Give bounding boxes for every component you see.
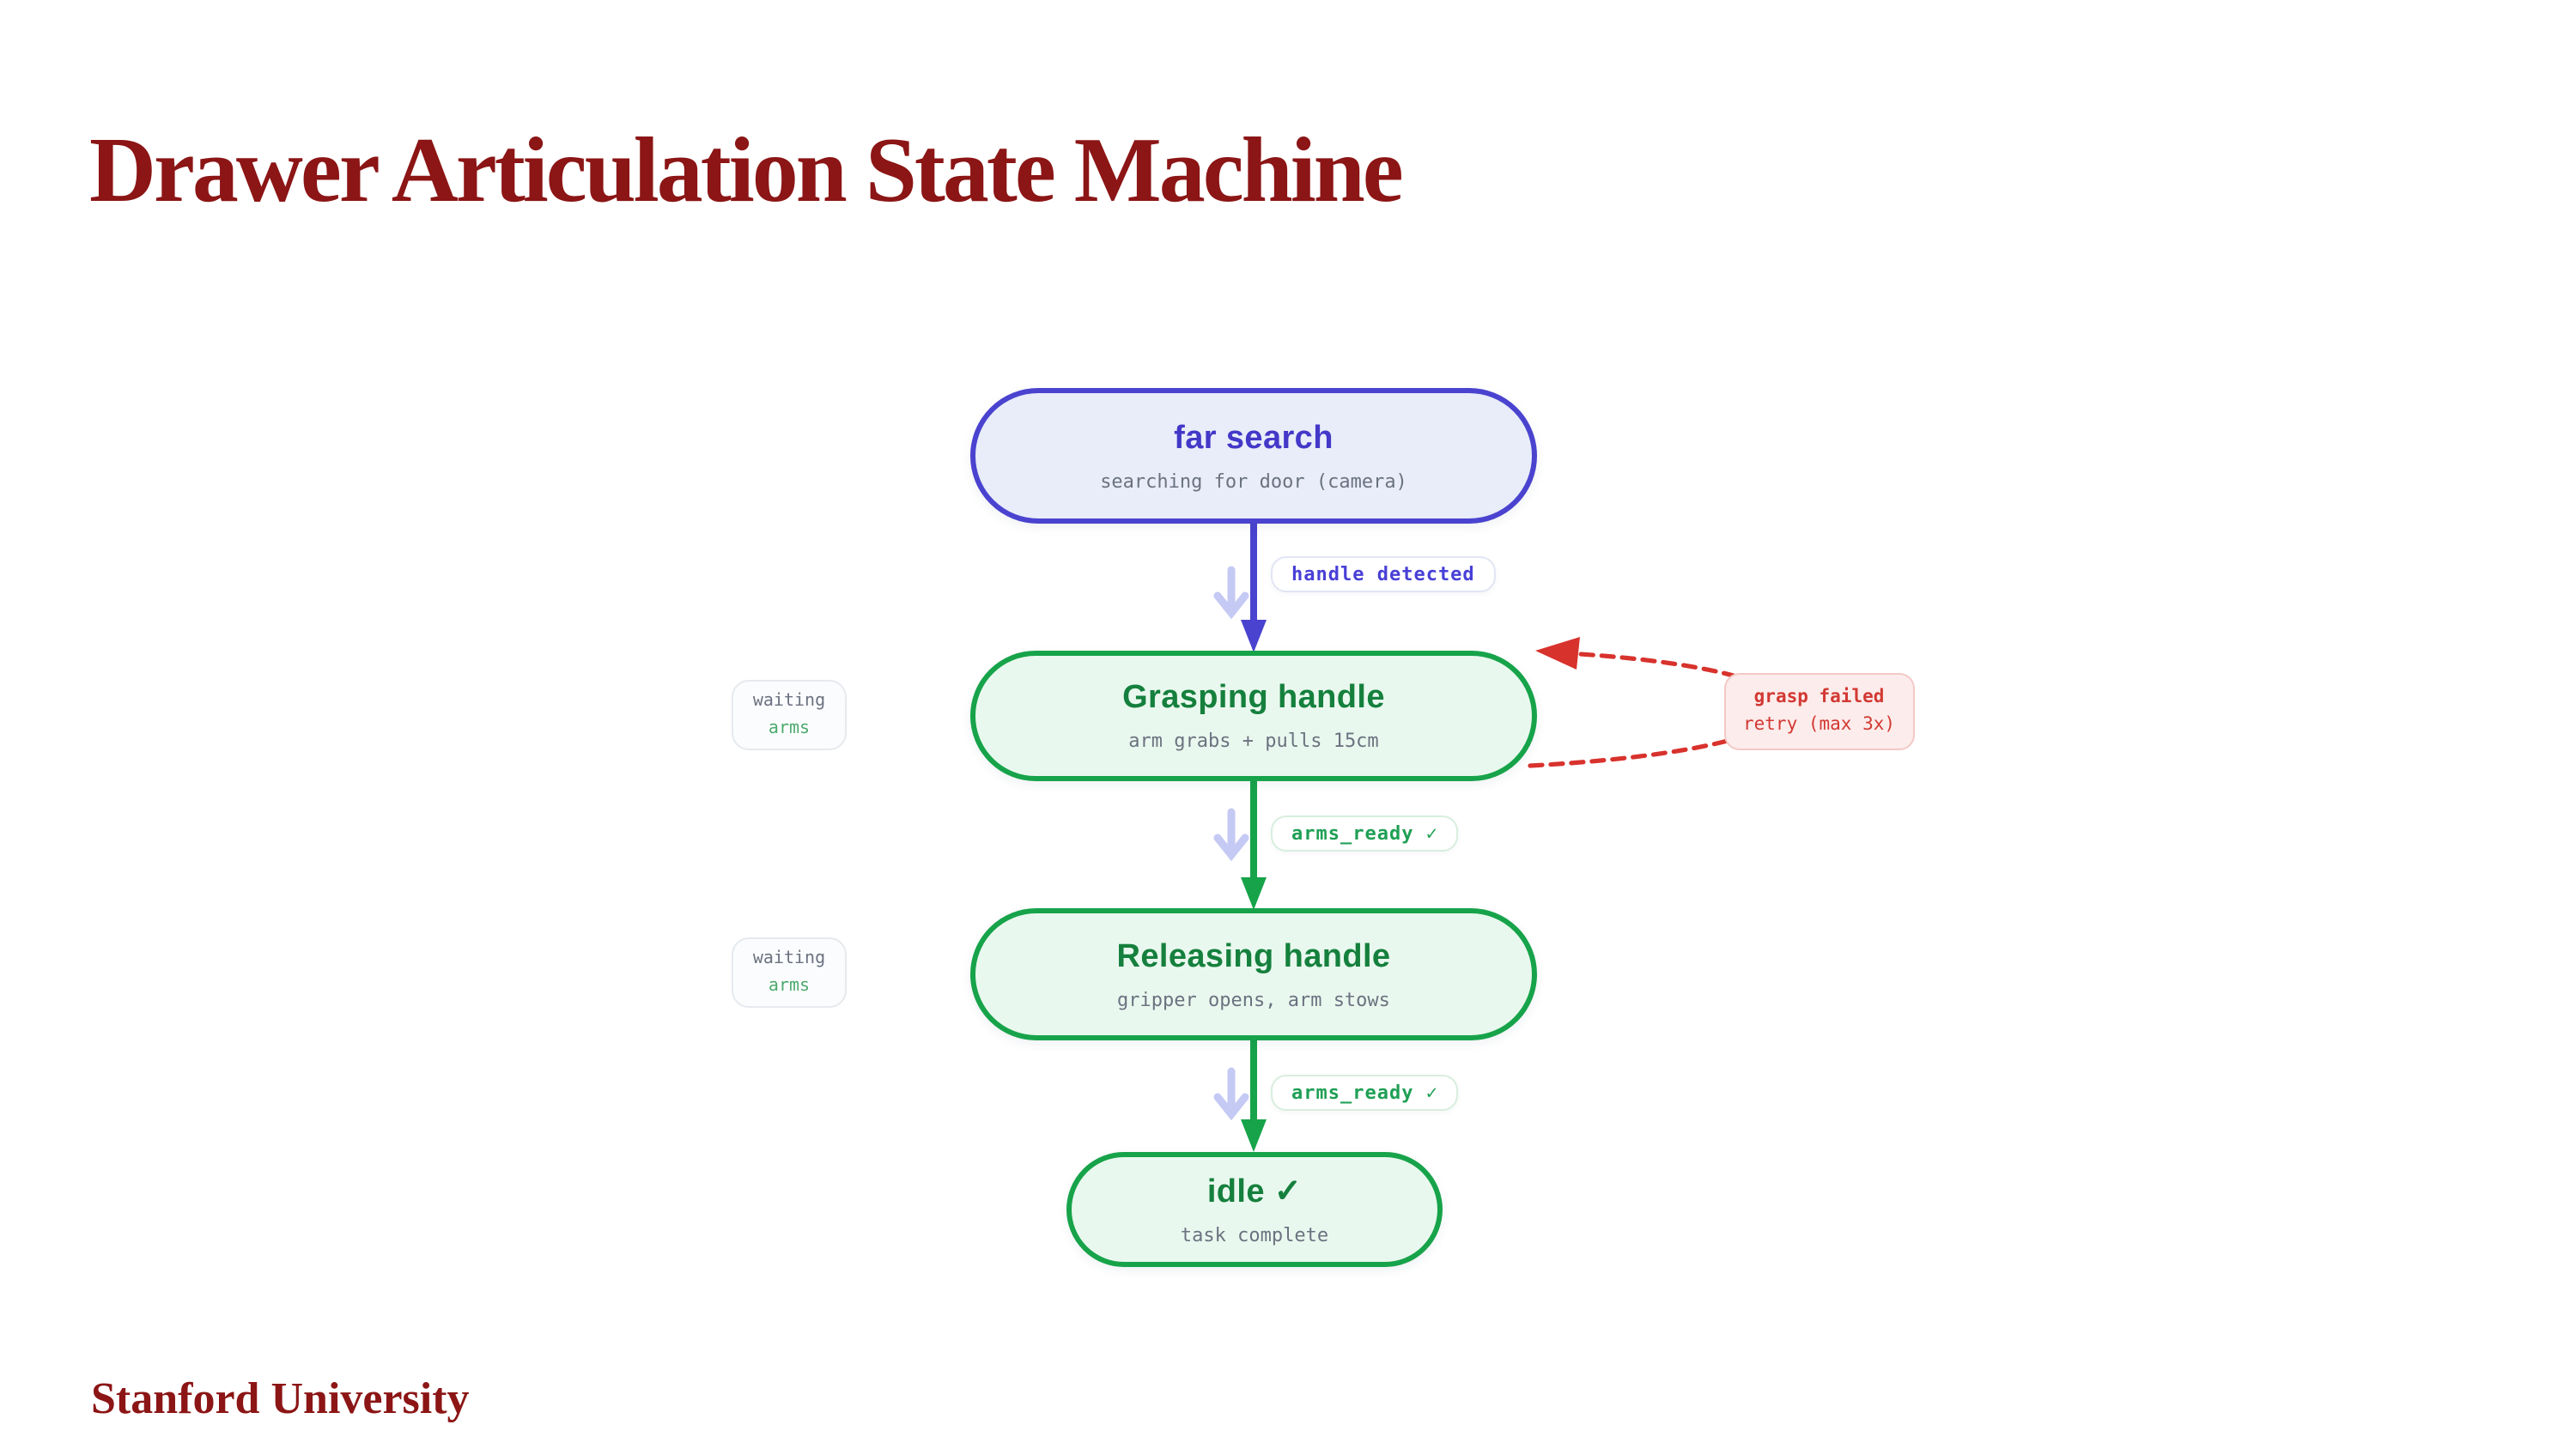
waiting-badge-line1: waiting: [752, 949, 826, 968]
grasp-failed-line2: retry (max 3x): [1743, 714, 1896, 736]
state-node-far-search: far search searching for door (camera): [970, 388, 1537, 524]
waiting-arms-badge: waiting arms: [732, 680, 847, 750]
node-subtitle: task complete: [1180, 1224, 1329, 1246]
grasp-failed-badge: grasp failed retry (max 3x): [1724, 673, 1915, 750]
retry-loop-arrowhead-icon: [1535, 637, 1580, 670]
node-title: idle ✓: [1206, 1174, 1303, 1210]
node-title: Grasping handle: [1122, 680, 1385, 716]
edge-label-arms-ready-1: arms_ready ✓: [1271, 815, 1459, 852]
node-title: Releasing handle: [1116, 938, 1391, 974]
waiting-badge-line2: arms: [768, 718, 811, 737]
waiting-badge-line1: waiting: [752, 692, 826, 711]
edge-label-arms-ready-2: arms_ready ✓: [1271, 1075, 1459, 1111]
node-subtitle: searching for door (camera): [1100, 470, 1407, 492]
edge-arrow-arms-ready-1: [1241, 778, 1267, 910]
slide-title: Drawer Articulation State Machine: [89, 118, 1404, 221]
ghost-down-arrow-icon: [1213, 1067, 1249, 1121]
ghost-down-arrow-icon: [1213, 566, 1249, 620]
slide-footer: Stanford University: [91, 1373, 470, 1423]
ghost-down-arrow-icon: [1213, 808, 1249, 862]
state-node-idle: idle ✓ task complete: [1066, 1152, 1443, 1267]
state-node-grasping-handle: Grasping handle arm grabs + pulls 15cm: [970, 651, 1537, 781]
edge-arrow-arms-ready-2: [1241, 1037, 1267, 1152]
waiting-arms-badge: waiting arms: [732, 937, 847, 1008]
edge-label-handle-detected: handle detected: [1271, 556, 1496, 592]
node-subtitle: arm grabs + pulls 15cm: [1128, 730, 1379, 752]
state-node-releasing-handle: Releasing handle gripper opens, arm stow…: [970, 908, 1537, 1040]
node-title: far search: [1174, 420, 1334, 456]
edge-arrow-handle-detected: [1241, 522, 1267, 652]
waiting-badge-line2: arms: [768, 976, 811, 995]
node-subtitle: gripper opens, arm stows: [1117, 988, 1390, 1010]
grasp-failed-line1: grasp failed: [1753, 687, 1885, 707]
